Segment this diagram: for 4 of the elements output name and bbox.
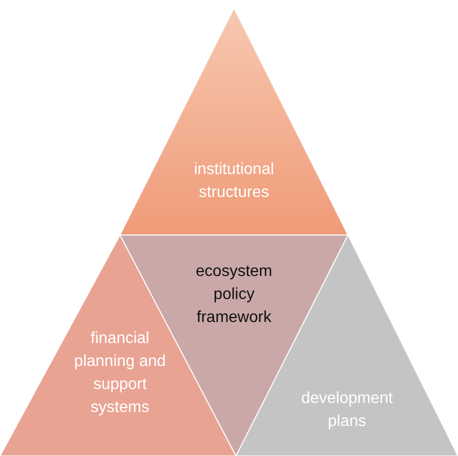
triangle-label: ecosystem policy framework (194, 262, 274, 328)
triangle-label: institutional structures (192, 160, 276, 203)
triangle-label: development plans (300, 389, 394, 432)
triangle-label: financial planning and support systems (73, 329, 167, 418)
